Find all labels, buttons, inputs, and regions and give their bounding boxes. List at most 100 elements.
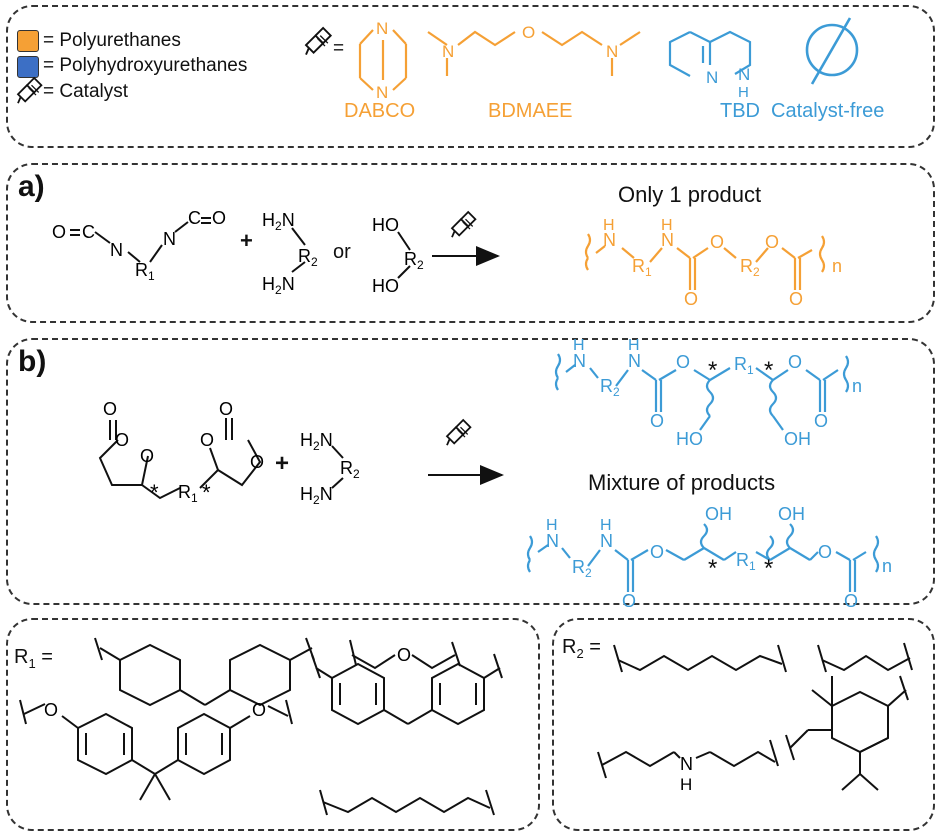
phu2-star2: *: [764, 555, 773, 582]
r1-label: R1 =: [14, 646, 53, 671]
pu-o3: O: [765, 232, 779, 252]
panel-a-plus: +: [240, 228, 253, 253]
r2-dien-h: H: [680, 775, 692, 794]
b-diamine-h2n-bot: H2N: [300, 484, 333, 507]
phu2-star1: *: [708, 555, 717, 582]
a-o1: O: [52, 222, 66, 242]
catalyst-free-label: Catalyst-free: [771, 100, 885, 122]
orange-swatch: [17, 30, 39, 52]
pu-o1: O: [684, 289, 698, 309]
r1-bpa-o1: O: [44, 700, 58, 720]
dabco-n-top: N: [376, 19, 388, 38]
bdmaee-structure: [427, 30, 641, 76]
phu1-h1: H: [573, 337, 585, 354]
b-catalyst-icon: [446, 419, 472, 447]
panel-a-or: or: [333, 241, 351, 263]
panel-a-label: a): [18, 170, 45, 203]
phu2-o1: O: [650, 542, 664, 562]
phu2-r1: R1: [736, 550, 756, 573]
b-o-carbonyl1: O: [103, 399, 117, 419]
panel-r1: [6, 618, 540, 831]
a-c1: C: [82, 222, 95, 242]
phu1-nh1: N: [573, 351, 586, 371]
phu2-nh2: N: [600, 531, 613, 551]
bdmaee-n1: N: [442, 42, 454, 61]
phu2-r2: R2: [572, 557, 592, 580]
phu1-oh1: HO: [676, 429, 703, 449]
dabco-structure: [358, 29, 408, 91]
r1-dicyclohexylmethane: [94, 637, 315, 707]
a-c2: C: [188, 208, 201, 228]
phu1-star2: *: [764, 357, 773, 384]
phu2-h2: H: [600, 517, 612, 534]
legend-polyhydroxyurethanes: = Polyhydroxyurethanes: [43, 55, 248, 76]
r2-butylene: [817, 642, 913, 673]
b-o-ring1a: O: [115, 430, 129, 450]
b-o-ring1b: O: [140, 446, 154, 466]
r2-dien-n: N: [680, 754, 693, 774]
phu-product-bottom: [526, 523, 880, 592]
legend-catalyst-icon-2: [305, 27, 332, 56]
phu1-star1: *: [708, 357, 717, 384]
dabco-n-bottom: N: [376, 83, 388, 102]
tbd-n1: N: [706, 68, 718, 87]
phu1-o2: O: [788, 352, 802, 372]
phu2-n: n: [882, 556, 892, 576]
r2-hexamethylene: [613, 644, 787, 673]
dabco-label: DABCO: [344, 100, 416, 122]
b-o-ring2a: O: [200, 430, 214, 450]
b-r1: R1: [178, 482, 198, 505]
phu2-o-carbonyl2: O: [844, 591, 858, 611]
phu1-o1: O: [676, 352, 690, 372]
pu-o4: O: [789, 289, 803, 309]
pu-product: [584, 233, 826, 290]
panel-a: [6, 163, 935, 323]
a-diamine-h2n-top: H2N: [262, 210, 295, 233]
catalyst-free-icon: [805, 17, 859, 85]
b-o-ring2b: O: [250, 452, 264, 472]
panel-b-result: Mixture of products: [588, 470, 776, 495]
pu-n: n: [832, 256, 842, 276]
r2-label: R2 =: [562, 636, 601, 661]
legend-catalyst-icon: [17, 77, 43, 105]
b-star1: *: [150, 480, 159, 505]
a-r1: R1: [135, 260, 155, 283]
phu1-r2: R2: [600, 376, 620, 399]
phu1-o-carbonyl2: O: [814, 411, 828, 431]
pu-h2: H: [661, 217, 673, 234]
diisocyanate: [70, 221, 189, 263]
panel-r2: [552, 618, 935, 831]
b-o-carbonyl2: O: [219, 399, 233, 419]
b-diamine-h2n-top: H2N: [300, 430, 333, 453]
pu-nh2: N: [661, 230, 674, 250]
phu2-h1: H: [546, 517, 558, 534]
pu-o2: O: [710, 232, 724, 252]
panel-b: [6, 338, 935, 605]
legend-catalyst: = Catalyst: [43, 81, 129, 102]
panel-b-label: b): [18, 345, 47, 378]
phu2-o-carbonyl: O: [622, 591, 636, 611]
a-o2: O: [212, 208, 226, 228]
legend-panel: [6, 5, 935, 148]
tbd-h: H: [738, 84, 749, 101]
a-n2: N: [163, 229, 176, 249]
pu-r1: R1: [632, 256, 652, 279]
r1-ether-o: O: [397, 645, 411, 665]
phu1-o-carbonyl: O: [650, 411, 664, 431]
bdmaee-o: O: [522, 23, 535, 42]
bis-cyclic-carbonate: [98, 418, 262, 500]
phu1-n: n: [852, 376, 862, 396]
blue-swatch: [17, 56, 39, 78]
r1-diphenylmethane: [311, 653, 503, 726]
tbd-nh: N: [738, 65, 750, 84]
phu1-nh2: N: [628, 351, 641, 371]
pu-h1: H: [603, 217, 615, 234]
b-star2: *: [202, 480, 211, 505]
a-diol-ho-bot: HO: [372, 276, 399, 296]
a-diol-ho-top: HO: [372, 215, 399, 235]
phu1-h2: H: [628, 337, 640, 354]
bdmaee-label: BDMAEE: [488, 100, 573, 122]
tbd-structure: [668, 30, 752, 77]
phu1-r1: R1: [734, 354, 754, 377]
